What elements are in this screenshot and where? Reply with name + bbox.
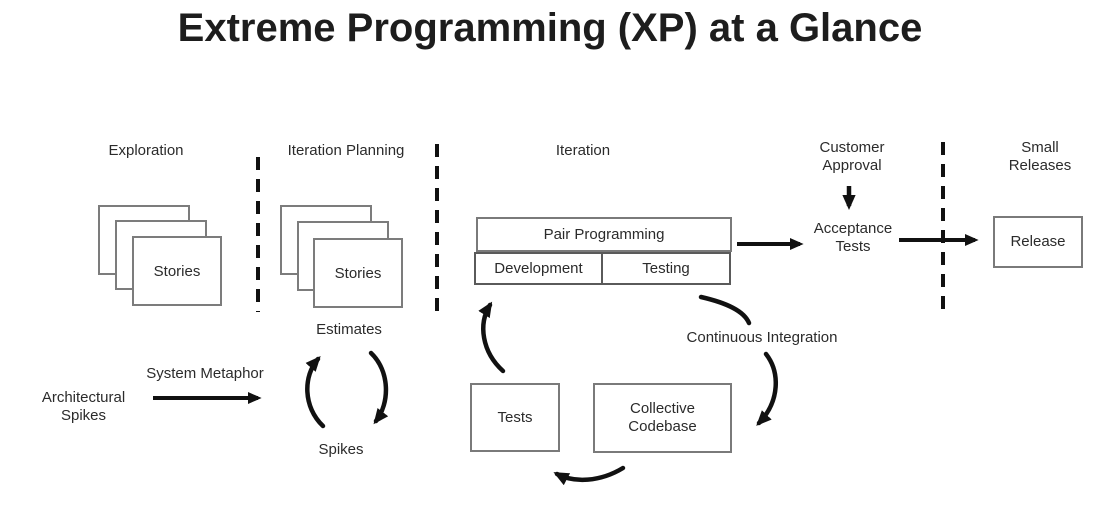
testing-to-integration-curve — [698, 294, 752, 326]
release-box: Release — [993, 216, 1083, 268]
estimates-to-spikes-arrow — [368, 350, 389, 425]
system-metaphor-label: System Metaphor — [146, 365, 264, 382]
tests-to-development-arrow — [478, 301, 506, 374]
continuous-integration-label: Continuous Integration — [686, 329, 838, 346]
tests-label: Tests — [497, 408, 533, 426]
stories-label: Stories — [153, 262, 201, 280]
architectural-spikes-label: Architectural Spikes — [41, 389, 126, 424]
diagram-title: Extreme Programming (XP) at a Glance — [177, 6, 923, 50]
stories-label: Stories — [334, 264, 382, 282]
tests-box: Tests — [470, 383, 560, 452]
acceptance-tests-label: Acceptance Tests — [813, 220, 893, 255]
collective-codebase-box: Collective Codebase — [593, 383, 732, 453]
pair-programming-box: Pair Programming — [476, 217, 732, 252]
development-label: Development — [494, 259, 583, 277]
development-box: Development — [474, 252, 603, 285]
integration-to-codebase-arrow — [756, 351, 778, 426]
spikes-to-estimates-arrow — [305, 355, 326, 429]
phase-label-iteration-planning: Iteration Planning — [287, 142, 405, 159]
phase-label-customer-approval: Customer Approval — [819, 139, 885, 174]
testing-label: Testing — [642, 259, 690, 277]
estimates-label: Estimates — [316, 321, 382, 338]
story-card-front: Stories — [132, 236, 222, 306]
phase-label-iteration: Iteration — [555, 142, 611, 159]
release-label: Release — [1010, 233, 1066, 250]
collective-codebase-label: Collective Codebase — [628, 400, 697, 435]
spikes-label: Spikes — [318, 441, 364, 458]
testing-box: Testing — [601, 252, 731, 285]
phase-label-small-releases: Small Releases — [1008, 139, 1072, 174]
phase-label-exploration: Exploration — [108, 142, 184, 159]
pair-programming-label: Pair Programming — [543, 225, 665, 243]
story-card-front: Stories — [313, 238, 403, 308]
codebase-to-tests-arrow — [553, 465, 626, 486]
